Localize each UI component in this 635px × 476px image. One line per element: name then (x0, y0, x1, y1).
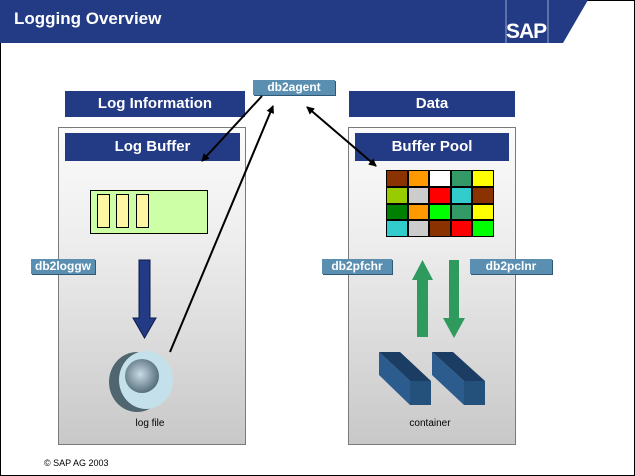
log-buffer-slot (136, 194, 149, 228)
container-caption: container (409, 418, 451, 429)
agent-to-logbuffer-arrow (201, 95, 263, 162)
prefetch-arrow (412, 260, 433, 337)
logfile-to-agent-arrow (169, 105, 274, 353)
db2pclnr-label: db2pclnr (470, 259, 552, 274)
agent-bufferpool-arrow (306, 106, 377, 167)
page-clean-arrow (443, 260, 465, 338)
buffer-pool-page (430, 187, 450, 203)
log-information-header: Log Information (65, 91, 245, 117)
buffer-pool-page (451, 221, 472, 236)
log-file-caption: log file (135, 418, 165, 429)
buffer-pool-page (387, 171, 407, 186)
buffer-pool-page (408, 171, 429, 186)
buffer-pool-grid (386, 170, 494, 237)
log-buffer-header: Log Buffer (65, 133, 240, 161)
log-buffer-slot (97, 194, 110, 228)
buffer-pool-page (451, 171, 472, 186)
buffer-pool-page (408, 204, 429, 220)
log-buffer (90, 190, 208, 234)
buffer-pool-page (451, 187, 472, 203)
buffer-pool-page (387, 204, 407, 220)
buffer-pool-page (408, 221, 429, 236)
container-icon (379, 352, 485, 405)
buffer-pool-page (473, 204, 493, 220)
buffer-pool-page (473, 187, 493, 203)
header-background (0, 0, 588, 43)
buffer-pool-page (430, 221, 450, 236)
buffer-pool-page (387, 221, 407, 236)
copyright-text: © SAP AG 2003 (44, 458, 109, 468)
buffer-pool-header: Buffer Pool (355, 133, 509, 161)
header-banner (0, 0, 588, 43)
log-writer-arrow (132, 259, 157, 340)
log-buffer-slot (116, 194, 129, 228)
sap-logo: SAP (506, 20, 547, 43)
buffer-pool-page (387, 187, 407, 203)
db2agent-label: db2agent (253, 80, 335, 95)
log-file-icon (109, 351, 173, 412)
buffer-pool-page (430, 171, 450, 186)
buffer-pool-page (430, 204, 450, 220)
buffer-pool-page (408, 187, 429, 203)
db2loggw-label: db2loggw (31, 259, 95, 274)
db2pfchr-label: db2pfchr (322, 259, 392, 274)
buffer-pool-page (473, 221, 493, 236)
buffer-pool-page (451, 204, 472, 220)
buffer-pool-page (473, 171, 493, 186)
page-title: Logging Overview (14, 9, 162, 28)
